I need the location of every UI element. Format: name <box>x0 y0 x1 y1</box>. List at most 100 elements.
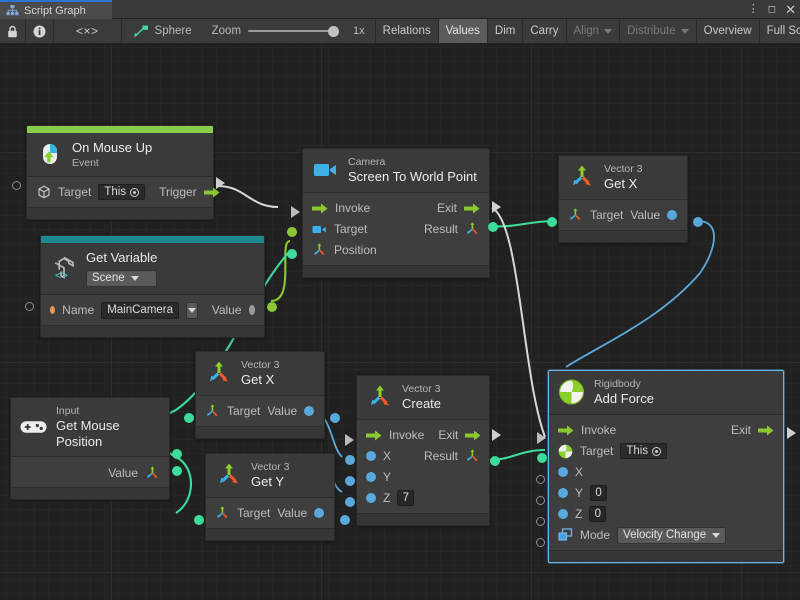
port-dot-value[interactable] <box>304 406 315 417</box>
port-target-input[interactable] <box>184 413 194 423</box>
port-value-output[interactable] <box>172 466 182 476</box>
flow-arrow-icon[interactable] <box>366 430 382 441</box>
port-target-input[interactable] <box>287 227 297 237</box>
toolbar-button-distribute[interactable]: Distribute <box>620 19 697 43</box>
code-button[interactable]: <×> <box>54 19 122 43</box>
port-exit-output[interactable] <box>787 427 796 439</box>
target-picker-icon[interactable] <box>130 187 140 197</box>
variable-kind-dropdown[interactable]: Scene <box>86 269 158 287</box>
port-target-input[interactable] <box>547 217 557 227</box>
node-row-name-value: Name MainCamera Value <box>41 300 264 321</box>
toolbar-button-label: Values <box>445 25 480 37</box>
port-value-output[interactable] <box>693 217 703 227</box>
node-vector3-create[interactable]: Vector 3 Create Invoke Exit <box>345 375 501 526</box>
chevron-down-icon <box>712 532 721 538</box>
port-invoke-input[interactable] <box>291 206 300 218</box>
port-trigger-output[interactable] <box>216 177 225 189</box>
port-x-input[interactable] <box>345 455 355 465</box>
port-position-input[interactable] <box>287 249 297 259</box>
toolbar-button-carry[interactable]: Carry <box>523 19 567 43</box>
zoom-slider-knob[interactable] <box>328 26 340 37</box>
port-target-input[interactable] <box>12 181 21 190</box>
info-button[interactable] <box>26 19 54 43</box>
port-result-output[interactable] <box>490 456 500 466</box>
node-on-mouse-up[interactable]: On Mouse Up Event Target This <box>12 125 225 220</box>
node-get-variable[interactable]: <> Get Variable Scene Name MainCamera <box>25 235 277 338</box>
port-dot-value[interactable] <box>667 210 678 221</box>
port-mode-input[interactable] <box>536 538 545 547</box>
node-vector3-get-x-top[interactable]: Vector 3 Get X Target Value <box>547 155 703 243</box>
mode-dropdown[interactable]: Velocity Change <box>617 526 727 544</box>
tab-script-graph[interactable]: Script Graph <box>0 0 112 19</box>
port-value-output-upper[interactable] <box>172 449 182 459</box>
close-icon[interactable]: ✕ <box>785 2 796 17</box>
port-y-input[interactable] <box>345 476 355 486</box>
port-exit-output[interactable] <box>492 429 501 441</box>
port-invoke-input[interactable] <box>345 434 354 446</box>
zoom-slider[interactable] <box>248 25 346 37</box>
port-target-input[interactable] <box>537 453 547 463</box>
toolbar-button-full-screen[interactable]: Full Screen <box>760 19 800 43</box>
variable-name-field[interactable]: MainCamera <box>101 301 180 319</box>
node-vector3-get-x-mid[interactable]: Vector 3 Get X Target Value <box>184 351 340 439</box>
port-value-output[interactable] <box>340 515 350 525</box>
z-value-input[interactable]: 0 <box>589 506 607 523</box>
port-value-output[interactable] <box>267 302 277 312</box>
graph-name-breadcrumb[interactable]: Sphere <box>122 19 202 43</box>
kebab-menu-icon[interactable]: ⋮ <box>747 3 759 15</box>
port-dot-value[interactable] <box>248 305 255 316</box>
port-dot-z[interactable] <box>558 509 568 520</box>
port-z-input[interactable] <box>345 497 355 507</box>
maximize-icon[interactable]: ◻ <box>767 3 777 15</box>
port-x-input[interactable] <box>536 475 545 484</box>
toolbar-button-values[interactable]: Values <box>438 19 488 43</box>
port-label-target: Target <box>590 208 624 223</box>
node-body: Invoke Exit X Result <box>357 418 489 513</box>
lock-button[interactable] <box>0 19 26 43</box>
flow-arrow-icon[interactable] <box>558 425 574 436</box>
flow-arrow-icon[interactable] <box>203 187 220 198</box>
port-dot-x[interactable] <box>558 467 568 478</box>
mouse-event-icon <box>36 141 63 168</box>
flow-arrow-icon[interactable] <box>758 425 774 436</box>
flow-arrow-icon[interactable] <box>464 203 480 214</box>
node-input-get-mouse-position[interactable]: Input Get Mouse Position Value <box>10 397 182 501</box>
toolbar-button-dim[interactable]: Dim <box>488 19 524 43</box>
graph-canvas[interactable]: On Mouse Up Event Target This <box>0 45 800 600</box>
port-dot-value[interactable] <box>314 508 325 519</box>
unity-variable-icon: <> <box>50 255 77 282</box>
port-exit-output[interactable] <box>492 201 501 213</box>
y-value-input[interactable]: 0 <box>590 485 608 502</box>
z-value-input[interactable]: 7 <box>397 490 415 507</box>
port-target-input[interactable] <box>194 515 204 525</box>
node-rigidbody-add-force[interactable]: Rigidbody Add Force Invoke Exit <box>536 370 796 563</box>
port-dot-x[interactable] <box>366 451 376 462</box>
port-label-target: Target <box>237 506 271 521</box>
port-value-output[interactable] <box>330 413 340 423</box>
target-value-pill[interactable]: This <box>620 443 668 460</box>
port-label-z: Z <box>383 491 391 506</box>
node-vector3-get-y[interactable]: Vector 3 Get Y Target Value <box>194 453 350 541</box>
chevron-down-icon <box>680 28 689 34</box>
toolbar-button-overview[interactable]: Overview <box>697 19 760 43</box>
port-dot-z[interactable] <box>366 493 376 504</box>
target-value-pill[interactable]: This <box>98 184 146 201</box>
target-picker-icon[interactable] <box>652 446 662 456</box>
variable-name-value: MainCamera <box>107 304 174 317</box>
node-header: Vector 3 Create <box>357 376 489 419</box>
port-name-input[interactable] <box>25 302 34 311</box>
port-z-input[interactable] <box>536 517 545 526</box>
graph-name-label: Sphere <box>154 25 192 37</box>
node-camera-screen-to-world-point[interactable]: Camera Screen To World Point Invoke Exit <box>287 148 501 278</box>
variable-name-dropdown-button[interactable] <box>186 301 198 319</box>
flow-arrow-icon[interactable] <box>465 430 481 441</box>
port-y-input[interactable] <box>536 496 545 505</box>
port-result-output[interactable] <box>488 222 498 232</box>
flow-arrow-icon[interactable] <box>312 203 328 214</box>
port-dot-y[interactable] <box>558 488 568 499</box>
toolbar-button-relations[interactable]: Relations <box>376 19 439 43</box>
port-dot-y[interactable] <box>366 472 376 483</box>
port-invoke-input[interactable] <box>537 432 546 444</box>
port-dot-name[interactable] <box>50 306 56 315</box>
toolbar-button-align[interactable]: Align <box>567 19 621 43</box>
